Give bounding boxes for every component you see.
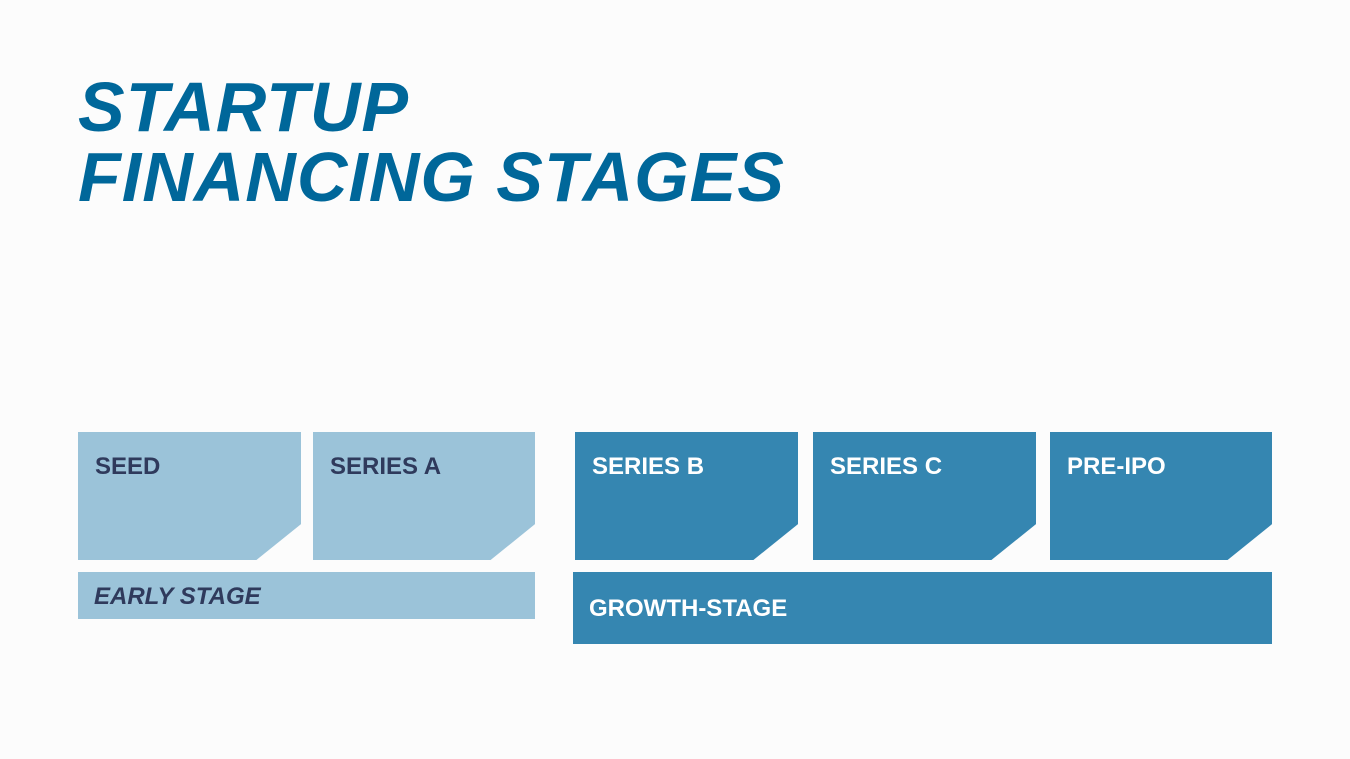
- stage-card-series-c: SERIES C: [813, 432, 1036, 560]
- group-band-early-stage: EARLY STAGE: [78, 572, 535, 619]
- title-line-1: STARTUP: [78, 68, 410, 146]
- group-label-growth-stage: GROWTH-STAGE: [589, 595, 788, 622]
- stage-label-series-c: SERIES C: [830, 453, 943, 480]
- stage-card-pre-ipo: PRE-IPO: [1050, 432, 1272, 560]
- stage-label-series-a: SERIES A: [330, 453, 442, 480]
- stage-card-seed: SEED: [78, 432, 301, 560]
- stage-card-series-b: SERIES B: [575, 432, 798, 560]
- title-line-2: FINANCING STAGES: [78, 138, 785, 216]
- page-title: STARTUP FINANCING STAGES: [78, 72, 785, 212]
- stage-card-series-a: SERIES A: [313, 432, 535, 560]
- group-band-growth-stage: GROWTH-STAGE: [573, 572, 1272, 644]
- group-label-early-stage: EARLY STAGE: [94, 583, 261, 610]
- stage-label-seed: SEED: [95, 453, 161, 480]
- stage-label-series-b: SERIES B: [592, 453, 705, 480]
- stage-label-pre-ipo: PRE-IPO: [1067, 453, 1166, 480]
